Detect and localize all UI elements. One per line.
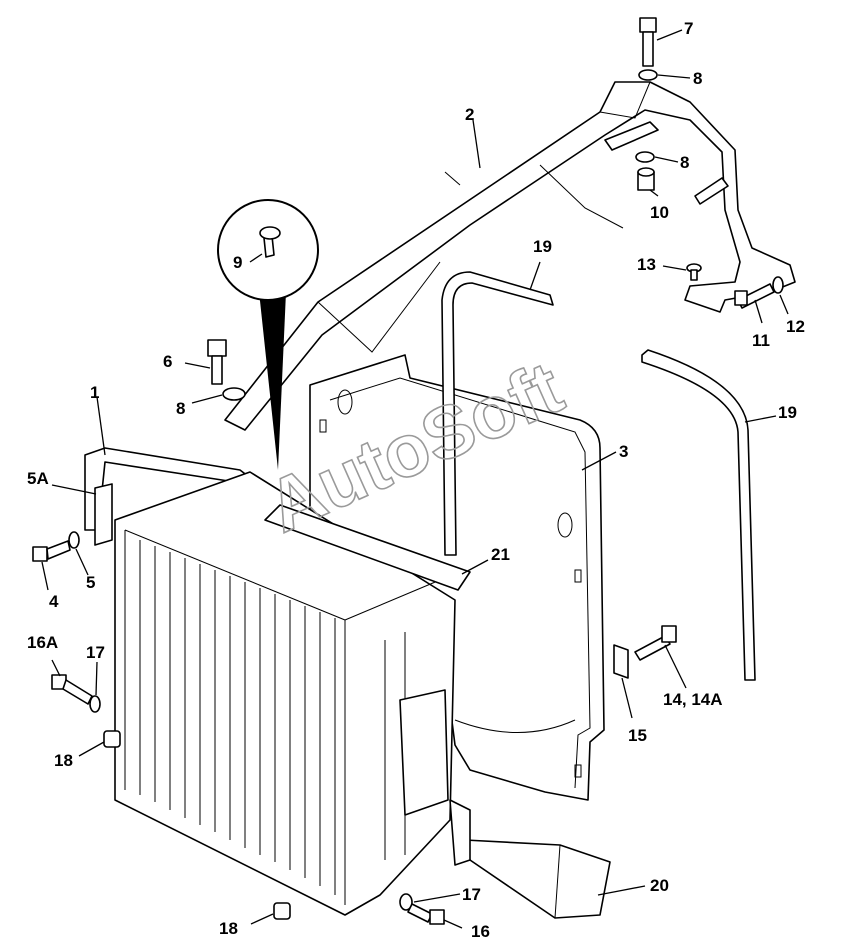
callout-19-top: 19 (533, 237, 552, 256)
callout-17-left: 17 (86, 643, 105, 662)
callout-11: 11 (752, 331, 770, 350)
washer-17-left (89, 695, 101, 713)
callout-17-bottom: 17 (462, 885, 481, 904)
screw-13 (686, 263, 702, 281)
callout-14-14a: 14, 14A (663, 690, 723, 709)
bolt-11 (734, 283, 775, 309)
washer-12 (772, 276, 784, 294)
callout-15: 15 (628, 726, 647, 745)
callout-20: 20 (650, 876, 669, 895)
part-19-seal-left (441, 271, 554, 556)
bushing-10 (637, 167, 655, 191)
radiator-fins (139, 540, 336, 895)
detail-circle-9 (217, 199, 319, 470)
callout-3: 3 (619, 442, 628, 461)
callout-16: 16 (471, 922, 490, 941)
callout-10: 10 (650, 203, 669, 222)
rivet-9 (259, 226, 281, 258)
callout-5: 5 (86, 573, 95, 592)
callout-1: 1 (90, 383, 99, 402)
callout-6: 6 (163, 352, 172, 371)
bolt-14 (634, 625, 677, 661)
callout-9: 9 (233, 253, 242, 272)
callout-2: 2 (465, 105, 474, 124)
bolt-7 (639, 17, 657, 67)
plug-18-bottom (273, 902, 291, 920)
washer-17-bottom (399, 893, 413, 911)
radiator-assembly (114, 471, 471, 916)
callout-19-right: 19 (778, 403, 797, 422)
callout-labels: 7 8 8 10 2 19 13 11 12 9 6 8 1 5A 3 19 2… (27, 19, 805, 941)
callout-5a: 5A (27, 469, 49, 488)
callout-8-left: 8 (176, 399, 185, 418)
washer-5 (68, 531, 80, 549)
callout-7: 7 (684, 19, 693, 38)
plate-15 (613, 644, 629, 679)
washer-8-top (638, 69, 658, 81)
bolt-4 (32, 540, 71, 562)
callout-21: 21 (491, 545, 510, 564)
part-19-seal-right (641, 349, 756, 681)
part-21-foam-strip (264, 504, 471, 591)
washer-8-mid (635, 151, 655, 163)
callout-13: 13 (637, 255, 656, 274)
callout-18-left: 18 (54, 751, 73, 770)
plug-18-left (103, 730, 121, 748)
callout-8-mid: 8 (680, 153, 689, 172)
callout-4: 4 (49, 592, 59, 611)
washer-8-left (222, 387, 246, 401)
callout-12: 12 (786, 317, 805, 336)
callout-16a: 16A (27, 633, 58, 652)
part-2-upper-frame (224, 81, 796, 431)
part-20-foam-block (464, 839, 611, 919)
callout-18-bottom: 18 (219, 919, 238, 938)
bolt-16a (51, 674, 93, 705)
bolt-6 (207, 339, 227, 385)
leader-lines (41, 29, 789, 929)
callout-8-top: 8 (693, 69, 702, 88)
bolt-16 (407, 903, 445, 925)
